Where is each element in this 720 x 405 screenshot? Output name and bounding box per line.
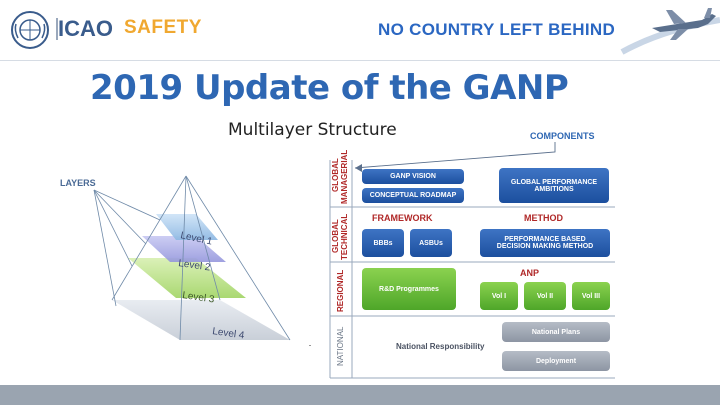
header-bar: ICAO SAFETY NO COUNTRY LEFT BEHIND xyxy=(0,0,720,61)
deployment-box: Deployment xyxy=(502,351,610,371)
level-3-label: Level 3 xyxy=(182,290,216,305)
program-name: SAFETY xyxy=(124,17,202,38)
row-label-global-managerial-2: MANAGERIAL xyxy=(340,150,349,204)
bbbs-box: BBBs xyxy=(362,229,404,257)
vol2-box: Vol II xyxy=(524,282,566,310)
rd-programmes-box: R&D Programmes xyxy=(362,268,456,310)
layers-label: LAYERS xyxy=(60,178,96,188)
global-performance-ambitions-box: GLOBAL PERFORMANCE AMBITIONS xyxy=(499,168,609,203)
deployment-label: Deployment xyxy=(535,357,577,365)
level-4-slab xyxy=(112,300,290,340)
slide-subtitle: Multilayer Structure xyxy=(228,120,397,140)
asbus-label: ASBUs xyxy=(419,239,443,247)
ganp-vision-label: GANP VISION xyxy=(390,173,436,180)
pbm-line-1: PERFORMANCE BASED xyxy=(504,236,586,243)
vol3-box: Vol III xyxy=(572,282,610,310)
conceptual-roadmap-box: CONCEPTUAL ROADMAP xyxy=(362,188,464,203)
pyramid: LAYERS Level 1 Level 2 Level 3 Level 4 xyxy=(60,175,291,342)
vol1-label: Vol I xyxy=(491,292,507,300)
org-name: ICAO xyxy=(58,16,113,41)
slide-title: 2019 Update of the GANP xyxy=(90,68,569,108)
method-heading: METHOD xyxy=(524,213,563,223)
pbm-line-2: DECISION MAKING METHOD xyxy=(496,243,594,250)
brand-divider xyxy=(56,18,58,40)
components-heading: COMPONENTS xyxy=(530,131,595,141)
anp-heading: ANP xyxy=(520,268,539,278)
gpa-line-1: GLOBAL PERFORMANCE xyxy=(510,178,598,186)
vol3-label: Vol III xyxy=(581,292,601,300)
framework-heading: FRAMEWORK xyxy=(372,213,433,223)
row-label-national: NATIONAL xyxy=(336,326,345,366)
slogan: NO COUNTRY LEFT BEHIND xyxy=(378,20,616,39)
row-label-global-technical-1: GLOBAL xyxy=(331,219,340,253)
bbbs-label: BBBs xyxy=(373,239,393,247)
vol1-box: Vol I xyxy=(480,282,518,310)
row-label-global-managerial-1: GLOBAL xyxy=(331,158,340,192)
level-2-slab xyxy=(142,236,226,262)
national-plans-label: National Plans xyxy=(531,328,581,336)
level-2-label: Level 2 xyxy=(178,258,212,273)
level-4-label: Level 4 xyxy=(212,326,246,341)
row-label-regional: REGIONAL xyxy=(336,270,345,312)
gpa-line-2: AMBITIONS xyxy=(534,185,574,193)
airplane-icon xyxy=(620,8,720,55)
ganp-vision-box: GANP VISION xyxy=(362,169,464,184)
conceptual-roadmap-label: CONCEPTUAL ROADMAP xyxy=(369,192,457,199)
performance-method-box: PERFORMANCE BASED DECISION MAKING METHOD xyxy=(480,229,610,257)
asbus-box: ASBUs xyxy=(410,229,452,257)
layers-table: GLOBAL MANAGERIAL GLOBAL TECHNICAL REGIO… xyxy=(309,131,615,379)
footer-bar xyxy=(0,385,720,405)
vol2-label: Vol II xyxy=(536,292,554,300)
level-1-slab xyxy=(156,214,218,240)
row-label-global-technical-2: TECHNICAL xyxy=(340,214,349,260)
national-responsibility-label: National Responsibility xyxy=(396,342,485,351)
rd-programmes-label: R&D Programmes xyxy=(379,285,439,293)
national-plans-box: National Plans xyxy=(502,322,610,342)
icao-emblem-icon xyxy=(11,11,49,49)
